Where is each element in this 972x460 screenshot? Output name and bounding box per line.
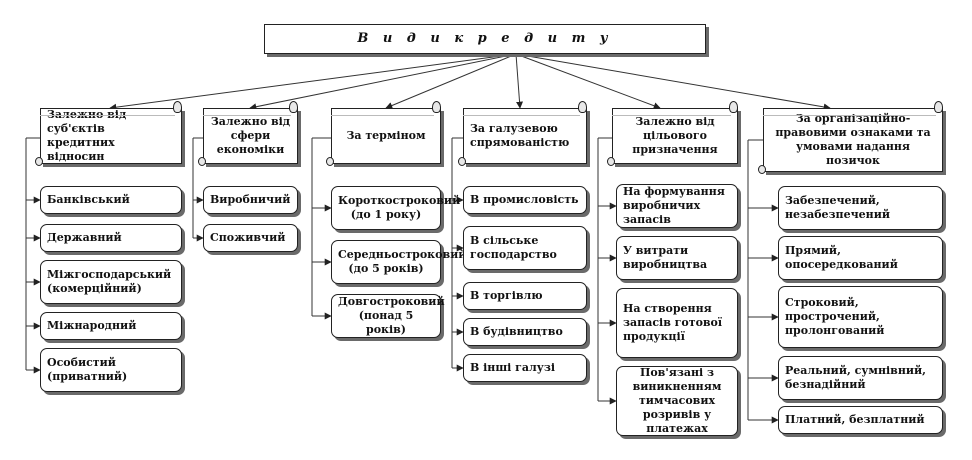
category-term-label: За терміном	[346, 128, 426, 142]
diagram-title-text: В и д и к р е д и т у	[357, 31, 613, 46]
item-sphere-0: Виробничий	[203, 186, 298, 214]
item-organizational-3: Реальний, сумнівний, безнадійний	[778, 356, 943, 400]
scroll-curl-icon	[173, 101, 182, 113]
item-label: Середньостроковий (до 5 років)	[338, 248, 467, 275]
item-term-2: Довгостроковий (понад 5 років)	[331, 294, 445, 338]
scroll-curl-icon	[729, 101, 738, 113]
scroll-curl-icon	[458, 157, 466, 166]
item-subjects-1: Державний	[40, 224, 182, 252]
item-sphere-1: Споживчий	[203, 224, 298, 252]
item-organizational-1: Прямий, опосередкований	[778, 236, 943, 280]
scroll-curl-icon	[198, 157, 206, 166]
item-industry-1: В сільське господарство	[463, 226, 587, 270]
item-industry-4: В інші галузі	[463, 354, 587, 382]
item-label: Державний	[47, 231, 122, 244]
category-industry: За галузевою спрямованістю	[463, 108, 587, 164]
category-subjects: Залежно від суб'єктів кредитних відносин	[40, 108, 182, 164]
item-label: В торгівлю	[470, 289, 543, 302]
category-sphere-label: Залежно від сфери економіки	[210, 114, 291, 156]
item-organizational-0: Забезпечений, незабезпечений	[778, 186, 943, 230]
item-label: На створення запасів готової продукції	[623, 302, 723, 343]
item-label: Строковий, прострочений, пролонгований	[785, 296, 885, 337]
scroll-curl-icon	[35, 157, 43, 166]
item-label: Реальний, сумнівний, безнадійний	[785, 364, 927, 391]
item-purpose-3: Пов'язані з виникненням тимчасових розри…	[616, 366, 738, 436]
item-label: Споживчий	[210, 231, 286, 244]
item-industry-0: В промисловість	[463, 186, 587, 214]
item-industry-3: В будівництво	[463, 318, 587, 346]
item-label: Міжнародний	[47, 319, 137, 332]
category-organizational-label: За організаційно-правовими ознаками та у…	[775, 111, 931, 167]
diagram-title: В и д и к р е д и т у	[264, 24, 706, 54]
item-organizational-4: Платний, безплатний	[778, 406, 943, 434]
title-to-category-arrow	[515, 53, 831, 111]
scroll-curl-icon	[289, 101, 298, 113]
item-subjects-4: Особистий (приватний)	[40, 348, 182, 392]
scroll-curl-icon	[607, 157, 615, 166]
scroll-curl-icon	[326, 157, 334, 166]
item-purpose-1: У витрати виробництва	[616, 236, 738, 280]
item-label: Міжгосподарський (комерційний)	[47, 268, 172, 295]
category-purpose-label: Залежно від цільового призначення	[632, 114, 718, 156]
category-term: За терміном	[331, 108, 441, 164]
item-label: Прямий, опосередкований	[785, 244, 898, 271]
title-to-category-arrow	[109, 53, 517, 111]
category-sphere: Залежно від сфери економіки	[203, 108, 298, 164]
category-industry-label: За галузевою спрямованістю	[470, 121, 570, 149]
scroll-curl-icon	[934, 101, 943, 113]
item-term-1: Середньостроковий (до 5 років)	[331, 240, 467, 284]
item-industry-2: В торгівлю	[463, 282, 587, 310]
item-purpose-0: На формування виробничих запасів	[616, 184, 738, 228]
item-label: Короткостроковий (до 1 року)	[338, 194, 461, 221]
item-subjects-0: Банківський	[40, 186, 182, 214]
item-term-0: Короткостроковий (до 1 року)	[331, 186, 461, 230]
category-organizational: За організаційно-правовими ознаками та у…	[763, 108, 943, 172]
item-label: Особистий (приватний)	[47, 356, 128, 383]
title-to-category-arrow	[515, 53, 524, 109]
item-label: В промисловість	[470, 193, 579, 206]
item-label: Пов'язані з виникненням тимчасових розри…	[632, 366, 722, 435]
category-subjects-label: Залежно від суб'єктів кредитних відносин	[47, 107, 127, 163]
title-to-category-arrow	[249, 53, 517, 111]
item-label: На формування виробничих запасів	[623, 185, 725, 226]
scroll-curl-icon	[758, 165, 766, 174]
item-subjects-3: Міжнародний	[40, 312, 182, 340]
category-purpose: Залежно від цільового призначення	[612, 108, 738, 164]
item-label: Довгостроковий (понад 5 років)	[338, 295, 445, 336]
item-label: В інші галузі	[470, 361, 556, 374]
item-label: Платний, безплатний	[785, 413, 925, 426]
scroll-curl-icon	[578, 101, 587, 113]
title-to-category-arrow	[385, 53, 517, 109]
scroll-curl-icon	[432, 101, 441, 113]
item-purpose-2: На створення запасів готової продукції	[616, 288, 738, 358]
item-subjects-2: Міжгосподарський (комерційний)	[40, 260, 182, 304]
item-label: Забезпечений, незабезпечений	[785, 194, 891, 221]
item-label: У витрати виробництва	[623, 244, 708, 271]
item-label: Банківський	[47, 193, 130, 206]
title-to-category-arrow	[515, 53, 661, 110]
item-label: Виробничий	[210, 193, 291, 206]
item-label: В сільське господарство	[470, 234, 557, 261]
item-label: В будівництво	[470, 325, 563, 338]
item-organizational-2: Строковий, прострочений, пролонгований	[778, 286, 943, 348]
